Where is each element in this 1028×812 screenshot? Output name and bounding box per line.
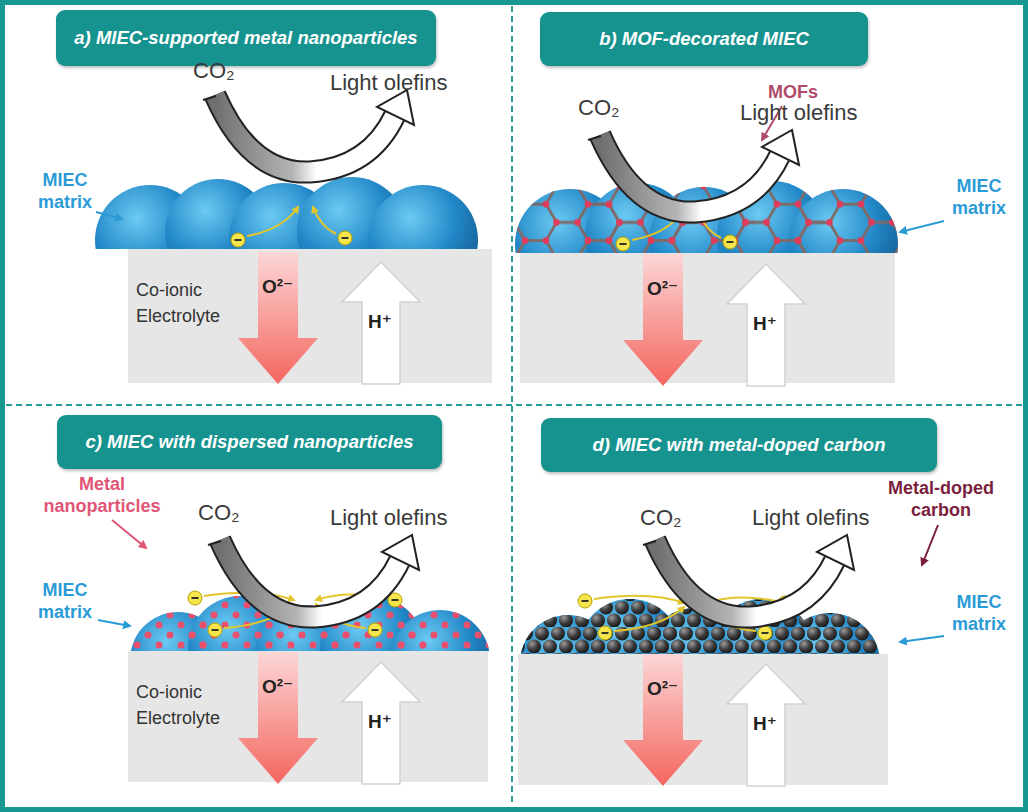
figure-border [3,3,1026,810]
panel-title: b) MOF-decorated MIEC [599,28,809,50]
panel-title: c) MIEC with dispersed nanoparticles [86,431,414,453]
ion-label: H⁺ [753,713,777,736]
ion-flow-arrows [623,654,805,786]
ion-label: O²⁻ [262,676,293,699]
product-label: Light olefins [752,505,869,531]
reaction-arrow [208,535,419,617]
electrolyte-text: Co-ionic Electrolyte [136,277,246,329]
ion-label: H⁺ [753,313,777,336]
component-label: MIEC matrix [32,170,98,213]
panel-title: a) MIEC-supported metal nanoparticles [74,27,417,49]
product-label: Light olefins [740,100,857,126]
svg-use [95,177,478,249]
product-label: Light olefins [330,505,447,531]
component-label: MIEC matrix [946,176,1012,219]
species-label: CO₂ [640,505,682,531]
product-label: Light olefins [330,70,447,96]
ion-flow-arrows [623,254,805,386]
component-label: Metal-doped carbon [884,478,998,521]
component-label: MIEC matrix [32,580,98,623]
electrolyte-block: Co-ionic Electrolyte [128,249,492,383]
leader-arrow [900,636,944,642]
ion-flow-arrows [238,252,420,384]
panel-header: a) MIEC-supported metal nanoparticles [56,10,436,66]
panel-header: c) MIEC with dispersed nanoparticles [57,415,442,469]
leader-arrow [900,221,944,232]
species-label: CO₂ [193,58,235,84]
component-label: Metal nanoparticles [40,474,164,517]
panel-title: d) MIEC with metal-doped carbon [593,434,886,456]
ion-label: O²⁻ [262,276,293,299]
electrolyte-block: Co-ionic Electrolyte [128,651,488,782]
panel-header: b) MOF-decorated MIEC [540,12,868,66]
reaction-arrow [588,130,799,212]
ion-label: H⁺ [368,311,392,334]
electrolyte-text: Co-ionic Electrolyte [136,679,246,731]
leader-arrow [98,620,130,626]
electrolyte-block [518,654,888,785]
electron-flow [231,207,352,247]
ion-label: O²⁻ [647,678,678,701]
component-label: MIEC matrix [946,592,1012,635]
panel-divider [6,404,1022,406]
leader-arrow [96,212,122,219]
reaction-arrow [203,90,414,172]
miec-spheres [95,177,478,249]
electrolyte-block [520,253,895,383]
species-label: CO₂ [198,500,240,526]
panel-header: d) MIEC with metal-doped carbon [541,418,937,472]
ion-label: H⁺ [368,711,392,734]
ion-flow-arrows [238,652,420,784]
mof-spheres [515,181,898,299]
leader-arrow [112,520,146,548]
ion-label: O²⁻ [647,278,678,301]
reaction-arrow [643,535,854,617]
leader-arrow [922,525,938,565]
species-label: CO₂ [578,95,620,121]
component-label: MOFs [768,82,818,104]
